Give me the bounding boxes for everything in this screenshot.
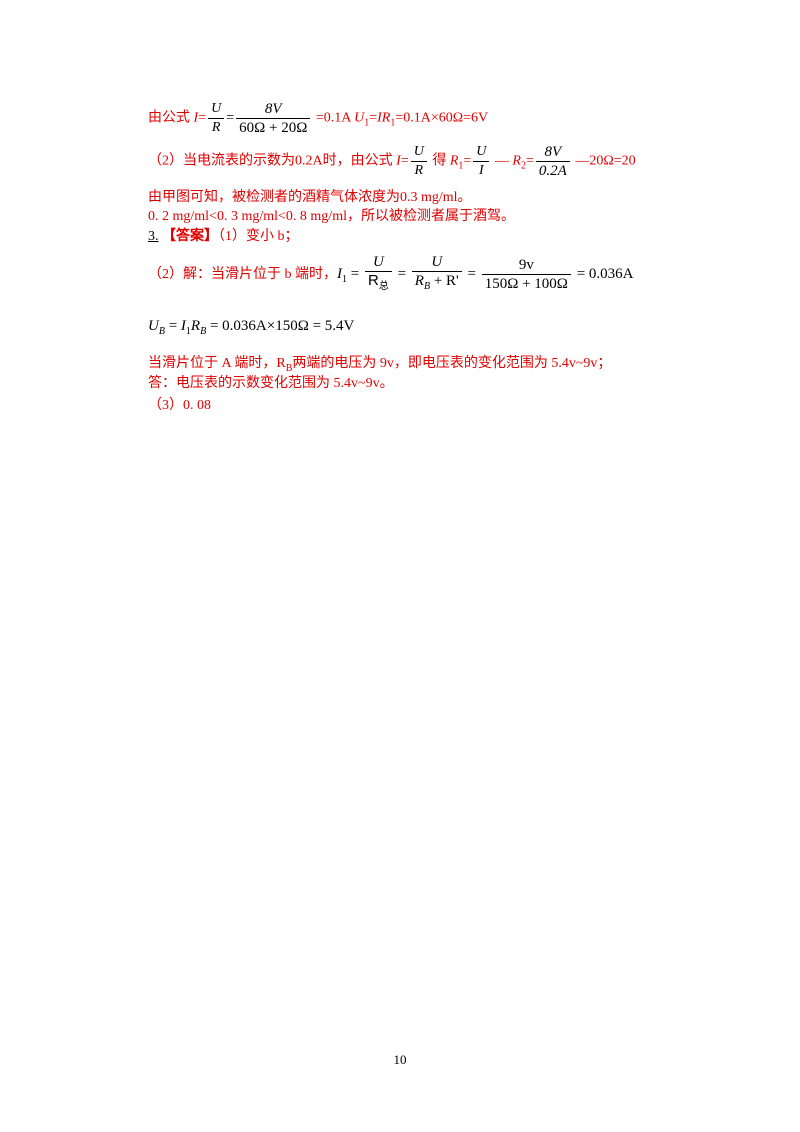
answer-label: 【答案】 [162, 229, 218, 244]
page-number: 10 [393, 1052, 407, 1067]
text-line-10: （3）0. 08 [148, 398, 211, 413]
question-number: 3. [148, 229, 159, 244]
formula-line-7: UB = I1RB = 0.036A×150Ω = 5.4V [148, 318, 355, 337]
text-line-3: 由甲图可知，被检测者的酒精气体浓度为0.3 mg/ml。 [148, 190, 472, 205]
text-line-4: 0. 2 mg/ml<0. 3 mg/ml<0. 8 mg/ml，所以被检测者属… [148, 209, 515, 224]
text-line-9: 答：电压表的示数变化范围为 5.4v~9v。 [148, 376, 394, 391]
text-line-8: 当滑片位于 A 端时，RB两端的电压为 9v，即电压表的变化范围为 5.4v~9… [148, 356, 612, 374]
answer-line-3: 3. 【答案】（1）变小 b； [148, 229, 299, 244]
